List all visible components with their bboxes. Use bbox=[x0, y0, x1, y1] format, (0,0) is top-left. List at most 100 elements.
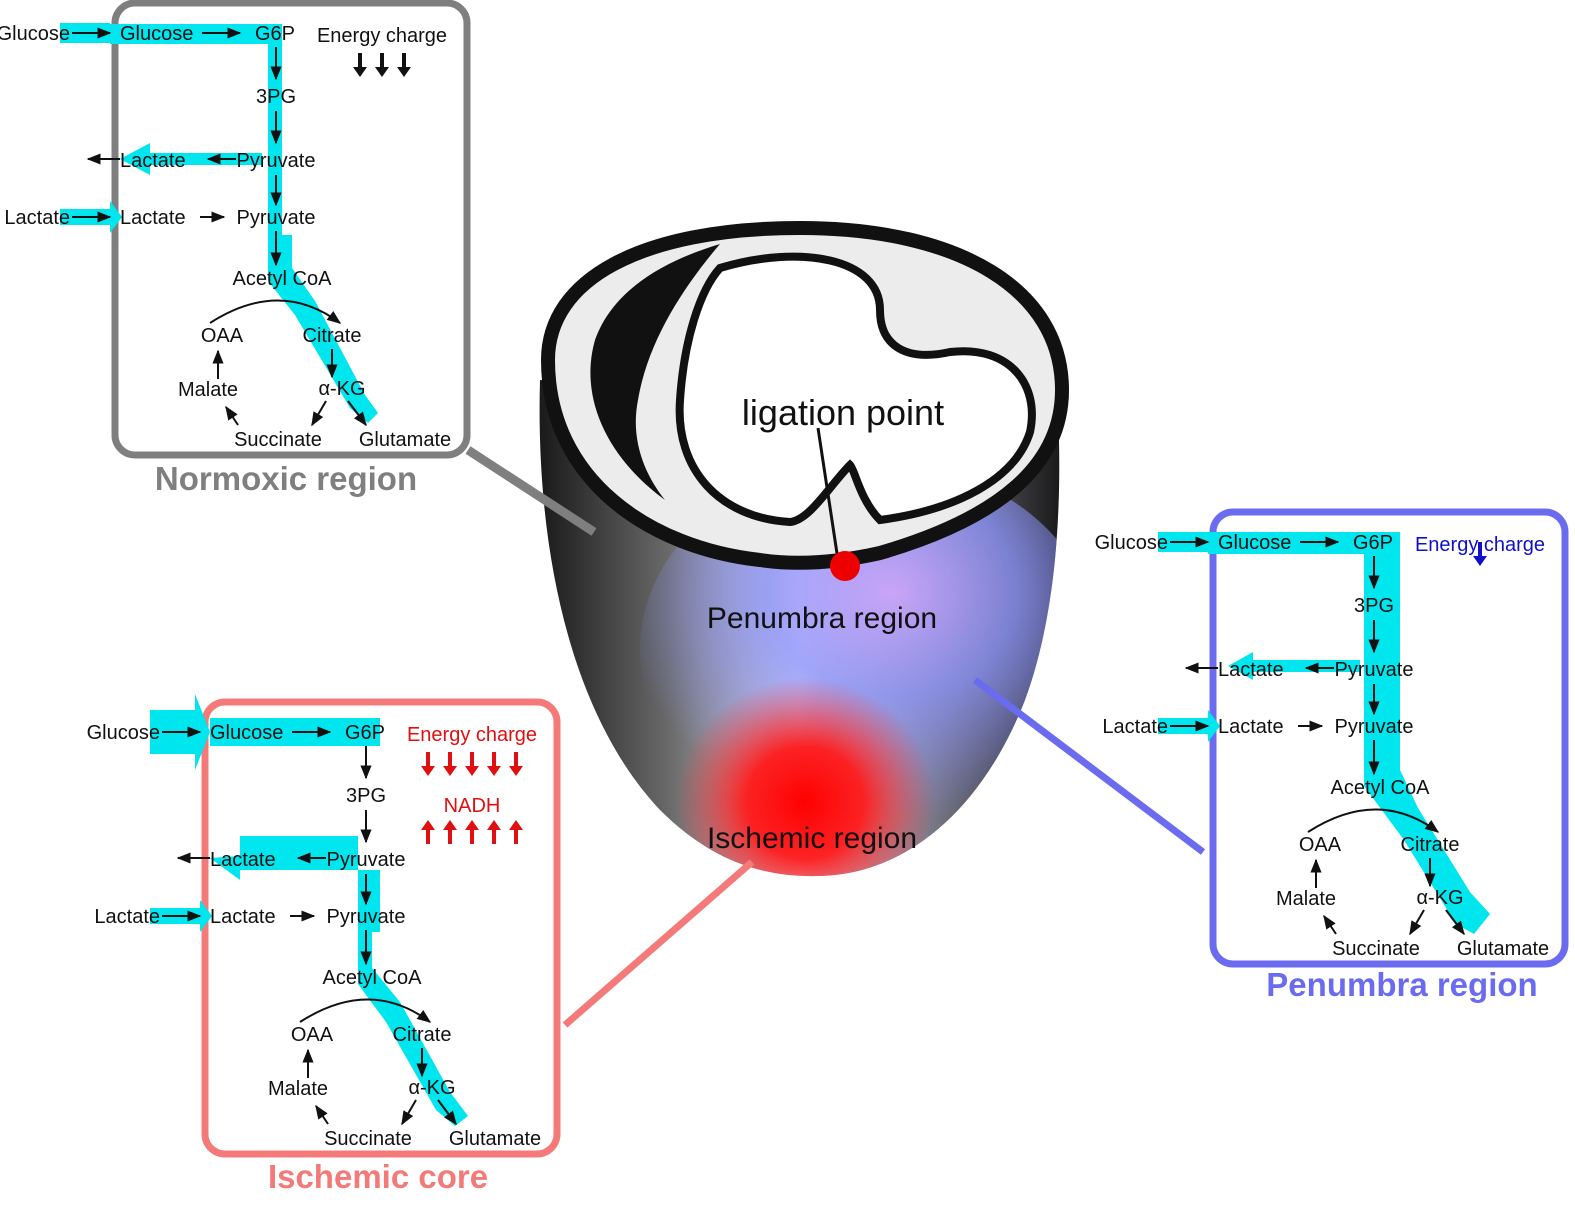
pyruvate-label: Pyruvate bbox=[237, 150, 316, 172]
ligation-point-marker bbox=[830, 551, 860, 581]
panel-frame bbox=[201, 698, 561, 1158]
oaa-label: OAA bbox=[1299, 834, 1342, 856]
3pg-label: 3PG bbox=[256, 86, 296, 108]
malate-label: Malate bbox=[178, 379, 238, 401]
citrate-label: Citrate bbox=[393, 1024, 452, 1046]
citrate-label: Citrate bbox=[303, 325, 362, 347]
flux-band bbox=[60, 23, 378, 423]
citrate-label: Citrate bbox=[1401, 834, 1460, 856]
citrate-synthase-arc bbox=[299, 998, 432, 1023]
glutamate-label: Glutamate bbox=[449, 1128, 541, 1150]
normoxic-panel: Glucose Glucose G6P 3PG Pyruvate Lactate… bbox=[0, 0, 471, 497]
panel-caption: Normoxic region bbox=[155, 460, 417, 497]
akg-to-glutamate-arrow bbox=[1445, 909, 1465, 936]
energy-down-arrow bbox=[375, 53, 389, 77]
lactate-in-label: Lactate bbox=[4, 207, 70, 229]
lactate-label: Lactate bbox=[210, 849, 276, 871]
akg-to-glutamate-arrow bbox=[347, 400, 367, 427]
glucose-label: Glucose bbox=[210, 722, 283, 744]
akg-label: α-KG bbox=[318, 378, 365, 400]
succinate-label: Succinate bbox=[1332, 938, 1420, 960]
succinate-to-malate-arrow bbox=[1323, 914, 1337, 935]
energy-down-arrow bbox=[465, 752, 479, 776]
ischemic-panel: Glucose Glucose G6P 3PG Pyruvate Lactate… bbox=[87, 694, 561, 1195]
succinate-label: Succinate bbox=[324, 1128, 412, 1150]
nadh-up-arrow bbox=[465, 820, 479, 844]
akg-to-glutamate-arrow bbox=[437, 1099, 457, 1126]
g6p-label: G6P bbox=[345, 722, 385, 744]
energy-down-arrow bbox=[443, 752, 457, 776]
3pg-label: 3PG bbox=[346, 785, 386, 807]
oaa-label: OAA bbox=[201, 325, 244, 347]
normoxic-connector bbox=[465, 446, 597, 536]
nadh-up-arrow bbox=[421, 820, 435, 844]
energy-down-arrow bbox=[353, 53, 367, 77]
nadh-up-arrow bbox=[509, 820, 523, 844]
energy-arrows bbox=[1473, 542, 1487, 566]
lactate-2-label: Lactate bbox=[1218, 716, 1284, 738]
glucose-label: Glucose bbox=[120, 23, 193, 45]
lactate-2-label: Lactate bbox=[210, 906, 276, 928]
right-ventricle-cavity bbox=[590, 244, 720, 500]
energy-down-arrow bbox=[397, 53, 411, 77]
energy-down-arrow bbox=[509, 752, 523, 776]
akg-label: α-KG bbox=[1416, 887, 1463, 909]
glutamate-label: Glutamate bbox=[1457, 938, 1549, 960]
pyruvate-2-label: Pyruvate bbox=[327, 906, 406, 928]
oaa-label: OAA bbox=[291, 1024, 334, 1046]
flux-band bbox=[150, 694, 468, 1126]
akg-to-succinate-arrow bbox=[401, 1099, 417, 1126]
citrate-synthase-arc bbox=[1307, 808, 1440, 833]
pyruvate-label: Pyruvate bbox=[327, 849, 406, 871]
ischemic-connector bbox=[562, 859, 755, 1028]
pyruvate-2-label: Pyruvate bbox=[1335, 716, 1414, 738]
glucose-in-label: Glucose bbox=[0, 23, 70, 45]
citrate-synthase-arc bbox=[209, 299, 342, 324]
left-ventricle-cavity bbox=[675, 252, 1036, 527]
panel-caption: Ischemic core bbox=[268, 1158, 488, 1195]
glucose-in-label: Glucose bbox=[1095, 532, 1168, 554]
energy-arrows: NADH bbox=[421, 752, 523, 844]
energy-down-arrow bbox=[487, 752, 501, 776]
penumbra-region-label: Penumbra region bbox=[707, 602, 937, 635]
lactate-in-label: Lactate bbox=[94, 906, 160, 928]
lactate-2-label: Lactate bbox=[120, 207, 186, 229]
akg-to-succinate-arrow bbox=[311, 400, 327, 427]
nadh-up-arrow bbox=[487, 820, 501, 844]
akg-to-succinate-arrow bbox=[1409, 909, 1425, 936]
pyruvate-label: Pyruvate bbox=[1335, 659, 1414, 681]
pyruvate-2-label: Pyruvate bbox=[237, 207, 316, 229]
ischemic-glow bbox=[675, 665, 935, 877]
malate-label: Malate bbox=[268, 1078, 328, 1100]
penumbra-panel: Glucose Glucose G6P 3PG Pyruvate Lactate… bbox=[1095, 508, 1569, 1003]
panel-frame bbox=[1209, 508, 1569, 968]
energy-down-arrow bbox=[421, 752, 435, 776]
energy-charge-label: Energy charge bbox=[407, 724, 537, 746]
energy-arrows bbox=[353, 53, 411, 77]
3pg-label: 3PG bbox=[1354, 595, 1394, 617]
penumbra-connector bbox=[972, 677, 1206, 855]
nadh-label: NADH bbox=[444, 795, 501, 817]
heart-illustration: ligation point Penumbra region Ischemic … bbox=[539, 220, 1070, 877]
akg-label: α-KG bbox=[408, 1077, 455, 1099]
ligation-point-label: ligation point bbox=[742, 392, 944, 433]
energy-charge-label: Energy charge bbox=[317, 25, 447, 47]
ligation-pointer bbox=[816, 427, 840, 561]
nadh-up-arrow bbox=[443, 820, 457, 844]
malate-label: Malate bbox=[1276, 888, 1336, 910]
flux-band bbox=[1158, 532, 1490, 934]
panel-caption: Penumbra region bbox=[1266, 966, 1537, 1003]
glutamate-label: Glutamate bbox=[359, 429, 451, 451]
panel-frame bbox=[111, 0, 471, 459]
acetyl-coa-label: Acetyl CoA bbox=[1331, 777, 1431, 799]
energy-down-arrow bbox=[1473, 542, 1487, 566]
g6p-label: G6P bbox=[255, 23, 295, 45]
acetyl-coa-label: Acetyl CoA bbox=[323, 967, 423, 989]
acetyl-coa-label: Acetyl CoA bbox=[233, 268, 333, 290]
g6p-label: G6P bbox=[1353, 532, 1393, 554]
glucose-label: Glucose bbox=[1218, 532, 1291, 554]
succinate-to-malate-arrow bbox=[225, 405, 239, 426]
lactate-label: Lactate bbox=[120, 150, 186, 172]
